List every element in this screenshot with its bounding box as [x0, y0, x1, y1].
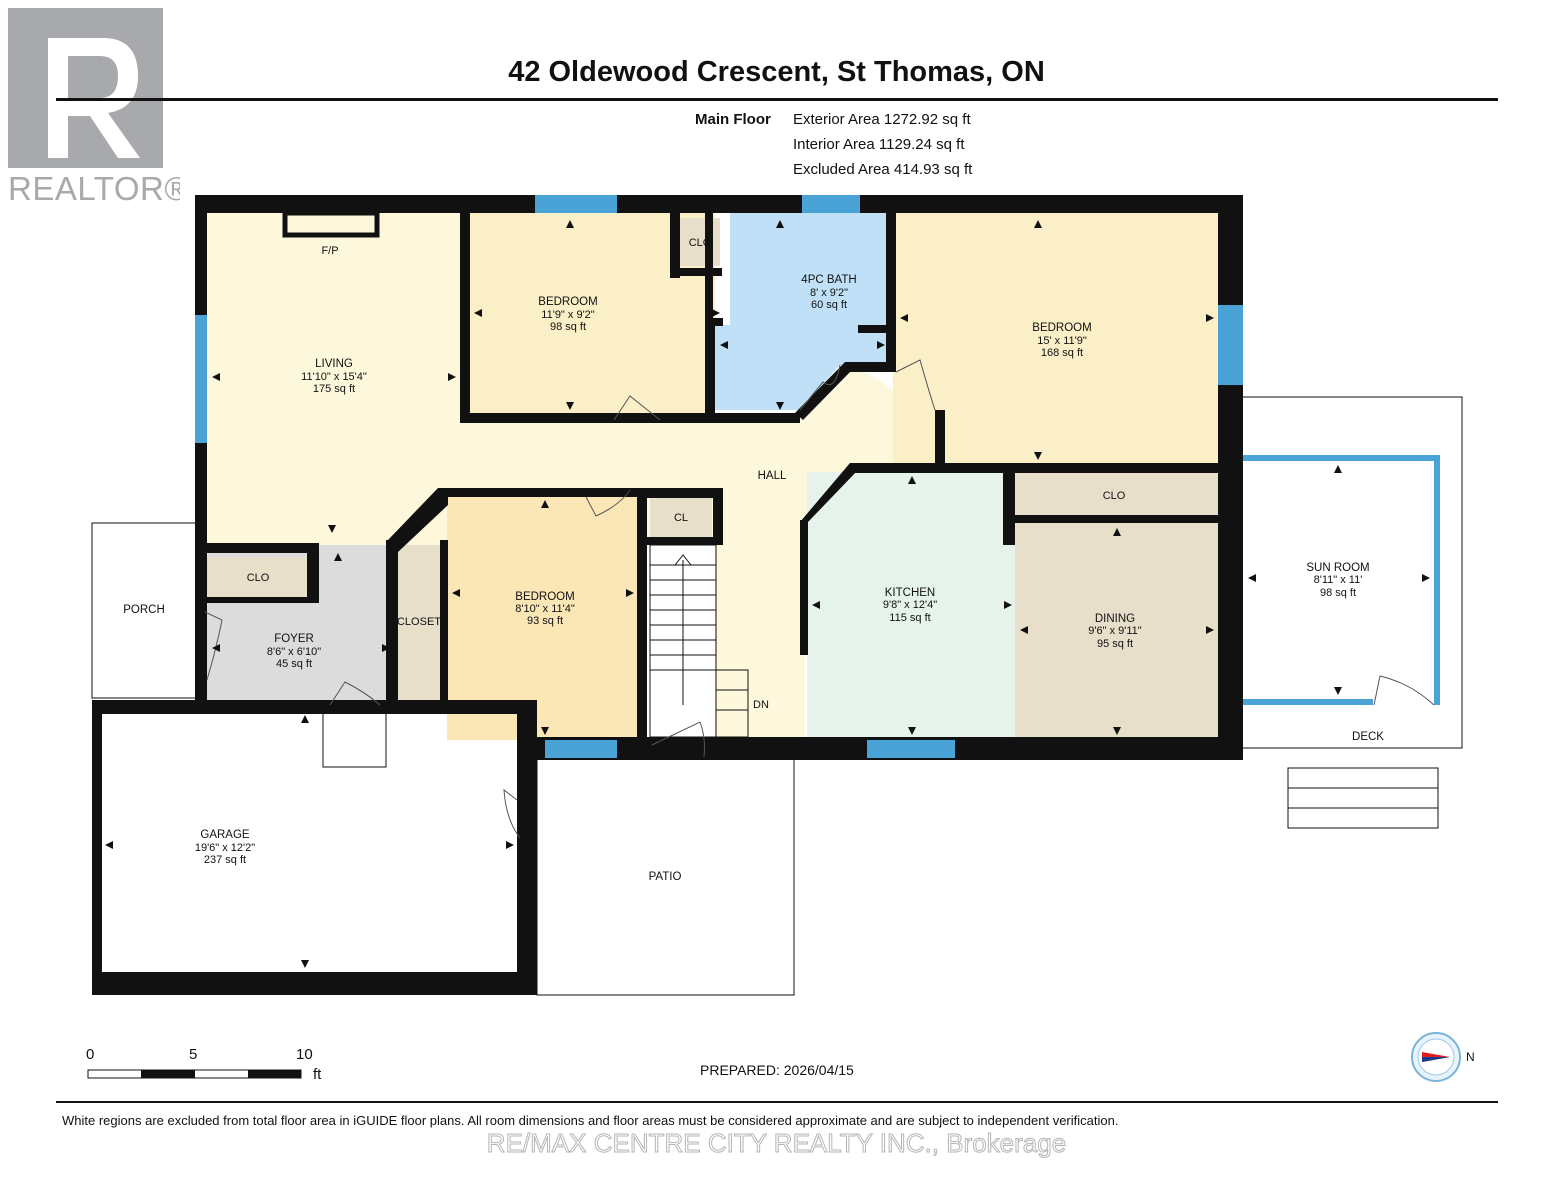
sunroom-area: 98 sq ft [1320, 587, 1356, 599]
bedroom1-dims: 11'9" x 9'2" [541, 309, 594, 321]
title-divider [56, 98, 1498, 101]
bedroom2-name: BEDROOM [1032, 322, 1091, 334]
footer-divider [56, 1101, 1498, 1103]
kitchen-area: 115 sq ft [889, 612, 930, 624]
garage-dims: 19'6" x 12'2" [195, 842, 255, 854]
exterior-area: Exterior Area 1272.92 sq ft [793, 111, 971, 128]
dining-area: 95 sq ft [1097, 638, 1133, 650]
bedroom3-fill [447, 495, 637, 740]
walls [92, 195, 1243, 995]
interior-area: Interior Area 1129.24 sq ft [793, 136, 965, 153]
windows [195, 195, 1440, 758]
scale-tick-10: 10 [296, 1046, 313, 1063]
bedroom2-clo-label: CLO [1103, 490, 1126, 502]
living-fill [205, 212, 460, 547]
hall-cl-fill [650, 497, 712, 537]
foyer-clo-fill [208, 557, 308, 597]
bedroom2-dims: 15' x 11'9" [1037, 335, 1087, 347]
page-title: 42 Oldewood Crescent, St Thomas, ON [508, 56, 1045, 88]
room-labels: F/P LIVING 11'10" x 15'4" 175 sq ft BEDR… [123, 237, 1384, 883]
garage-name: GARAGE [200, 829, 250, 841]
closet-fill [398, 545, 440, 700]
scale-tick-5: 5 [189, 1046, 198, 1063]
bedroom3-area: 93 sq ft [527, 615, 563, 627]
foyer-dims: 8'6" x 6'10" [267, 646, 321, 658]
prepared-date: PREPARED: 2026/04/15 [700, 1062, 854, 1078]
deck-step-1 [1287, 767, 1439, 829]
foyer-area: 45 sq ft [276, 658, 312, 670]
hall-cl-label: CL [674, 512, 688, 524]
bedroom3-name: BEDROOM [515, 591, 574, 603]
stairs [649, 544, 749, 738]
bath-dims: 8' x 9'2" [810, 287, 848, 299]
clo-fill [1015, 472, 1218, 520]
stair-landing [322, 711, 387, 768]
closet-label: CLOSET [397, 616, 441, 628]
kitchen-dims: 9'8" x 12'4" [883, 599, 937, 611]
compass-icon: N [1411, 1032, 1475, 1082]
bath-area: 60 sq ft [811, 299, 847, 311]
bath-name: 4PC BATH [801, 274, 856, 286]
patio-name: PATIO [649, 871, 682, 883]
hall-name: HALL [758, 470, 787, 482]
patio-outline [536, 739, 795, 996]
porch-name: PORCH [123, 604, 165, 616]
kitchen-fill [807, 472, 1015, 740]
bedroom1-area: 98 sq ft [550, 321, 586, 333]
sunroom-dims: 8'11" x 11' [1314, 574, 1363, 586]
foyer-clo-label: CLO [247, 572, 270, 584]
stairs-dn-label: DN [753, 699, 769, 711]
compass-label: N [1466, 1050, 1475, 1064]
dining-dims: 9'6" x 9'11" [1088, 625, 1141, 637]
bedroom2-fill [893, 212, 1218, 467]
dining-fill [1015, 522, 1218, 740]
bath-clo-fill [680, 218, 720, 266]
brokerage-watermark: RE/MAX CENTRE CITY REALTY INC., Brokerag… [486, 1128, 1067, 1159]
disclaimer: White regions are excluded from total fl… [62, 1113, 1119, 1128]
bath-clo-label: CLO [689, 237, 712, 249]
hall-fill [440, 365, 940, 740]
bedroom3-dims: 8'10" x 11'4" [515, 603, 575, 615]
fireplace [282, 210, 380, 238]
dining-name: DINING [1095, 613, 1135, 625]
scale-graphic [87, 1069, 302, 1079]
bedroom2-area: 168 sq ft [1041, 347, 1083, 359]
dimension-arrows [105, 220, 1430, 968]
bedroom1-name: BEDROOM [538, 296, 597, 308]
kitchen-name: KITCHEN [885, 587, 935, 599]
excluded-area: Excluded Area 414.93 sq ft [793, 161, 973, 178]
living-dims: 11'10" x 15'4" [301, 371, 367, 383]
living-name: LIVING [315, 358, 353, 370]
deck-name: DECK [1352, 731, 1384, 743]
garage-area: 237 sq ft [204, 854, 246, 866]
sunroom-name: SUN ROOM [1306, 562, 1369, 574]
floor-label: Main Floor [695, 111, 771, 128]
scale-unit: ft [313, 1066, 322, 1083]
logo-text: REALTOR® [8, 170, 180, 207]
fp-label: F/P [321, 245, 338, 257]
deck-outline [1238, 396, 1463, 749]
foyer-name: FOYER [274, 633, 314, 645]
doors [204, 359, 1435, 839]
scale-tick-0: 0 [86, 1046, 95, 1063]
bath-fill [715, 212, 890, 410]
living-area: 175 sq ft [313, 383, 355, 395]
scale-bar: 0 5 10 ft [80, 1046, 340, 1086]
